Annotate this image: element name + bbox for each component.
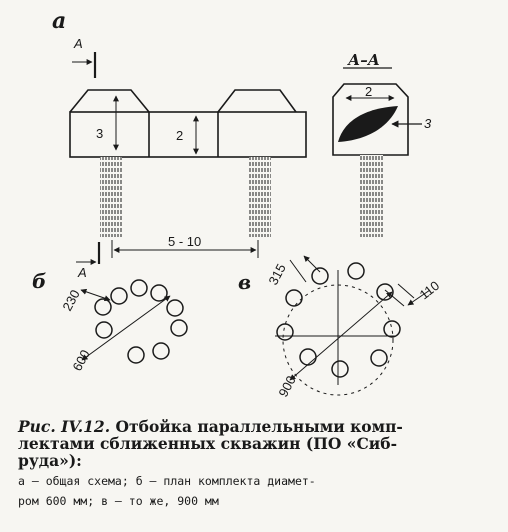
dim-spacing: 5 - 10 — [168, 234, 201, 249]
dim-230: 230 — [59, 287, 82, 313]
charge-right — [217, 89, 297, 113]
section-mark-top: А — [73, 36, 83, 51]
rock-block — [69, 111, 307, 158]
figure-drawing: а А А А–А 3 2 2 3 5 - 10 б в 230 600 315… — [32, 8, 443, 399]
panel-b-label: б — [32, 269, 46, 293]
panel-a-label: а — [52, 8, 66, 34]
layout-circle — [282, 284, 394, 396]
charge-left — [69, 89, 150, 113]
caption-sub-2: ром 600 мм; в — то же, 900 мм — [18, 494, 219, 508]
section-boreholes — [360, 155, 383, 237]
section-mark-bottom: А — [77, 265, 87, 280]
section-title: А–А — [347, 51, 380, 69]
caption-sub-1: а — общая схема; б — план комплекта диам… — [18, 474, 316, 488]
plan-900 — [275, 255, 431, 396]
dim-2-middle: 2 — [176, 128, 183, 143]
figure-caption: Рис. IV.12. Отбойка параллельными комп- … — [18, 418, 490, 509]
general-scheme — [69, 52, 307, 265]
dim-2-section: 2 — [365, 84, 372, 99]
dim-900: 900 — [275, 373, 298, 399]
caption-line-3: руда»): — [18, 451, 82, 470]
broken-rock-fill — [338, 106, 398, 142]
caption-line-1: Отбойка параллельными комп- — [115, 417, 403, 436]
caption-figure-number: Рис. IV.12. — [18, 417, 111, 436]
dim-3-left: 3 — [96, 126, 103, 141]
plan-600 — [80, 279, 188, 364]
section-a-a — [332, 67, 422, 237]
borehole-set-right — [249, 157, 271, 237]
section-outline — [332, 83, 409, 156]
dim-600: 600 — [69, 347, 92, 373]
panel-v-label: в — [238, 270, 251, 294]
callout-3: 3 — [424, 116, 432, 131]
caption-line-2: лектами сближенных скважин (ПО «Сиб- — [18, 434, 398, 453]
borehole-set-left — [100, 157, 122, 237]
dim-315: 315 — [265, 261, 288, 287]
technical-figure: а А А А–А 3 2 2 3 5 - 10 б в 230 600 315… — [32, 8, 443, 399]
dim-110: 110 — [417, 278, 443, 303]
